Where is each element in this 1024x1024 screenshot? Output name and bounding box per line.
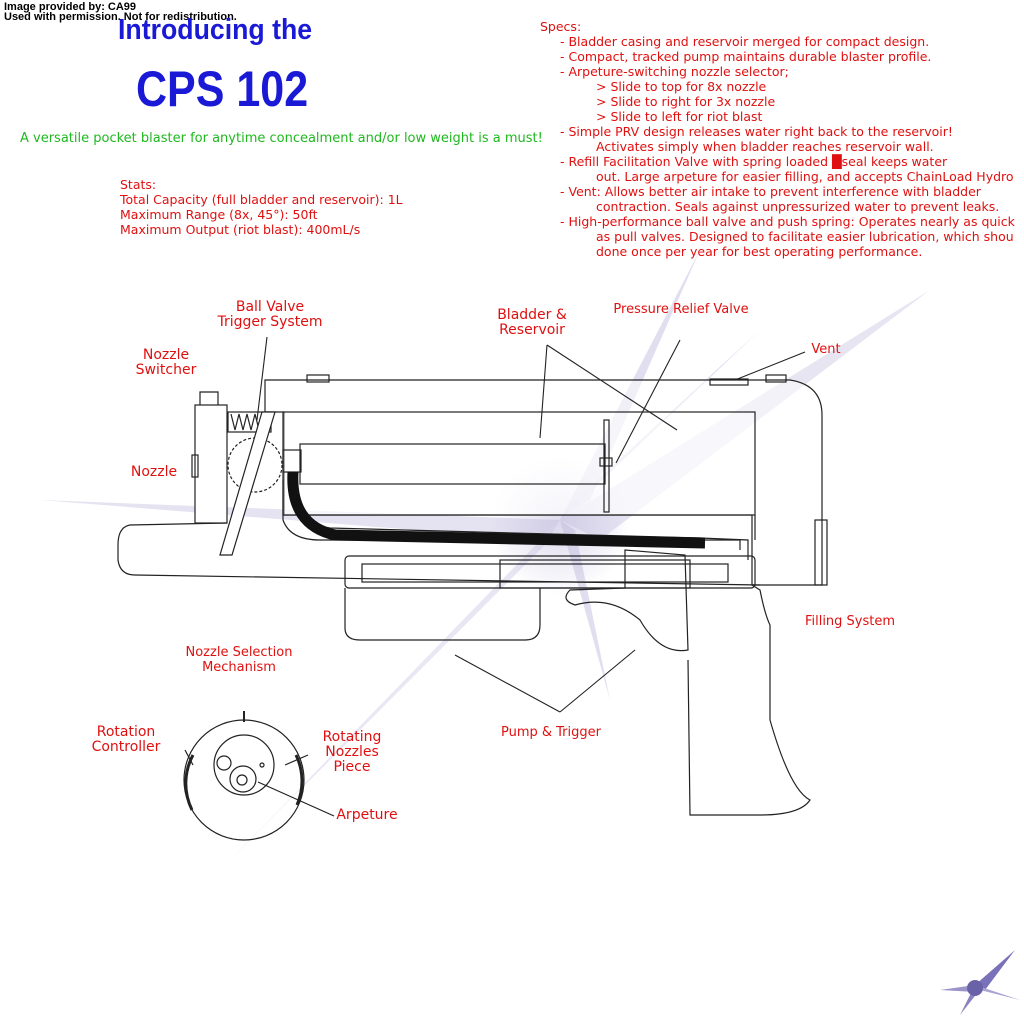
leader-lines: [256, 336, 806, 713]
nozzle-hole-medium: [216, 755, 232, 771]
specs-line: - Arpeture-switching nozzle selector;: [560, 64, 789, 79]
arpeture-hole: [236, 774, 248, 786]
label-filling-system: Filling System: [804, 614, 896, 629]
label-rotating-nozzles: Rotating Nozzles Piece: [322, 729, 382, 775]
label-pressure-relief-valve: Pressure Relief Valve: [613, 302, 749, 317]
stats-heading: Stats:: [120, 177, 157, 192]
tagline: A versatile pocket blaster for anytime c…: [20, 131, 543, 146]
specs-line: - Vent: Allows better air intake to prev…: [560, 184, 981, 199]
specs-line: > Slide to top for 8x nozzle: [596, 79, 767, 94]
label-nozzle-selection: Nozzle Selection Mechanism: [185, 645, 293, 675]
hose: [287, 471, 706, 549]
nozzle-switcher: [199, 391, 219, 405]
corner-logo-starburst: [940, 950, 1020, 1015]
rotation-mechanism: [183, 711, 335, 841]
rotating-nozzles-piece: [213, 734, 275, 796]
bladder-chamber: [282, 411, 756, 516]
model-title: CPS 102: [136, 61, 309, 117]
top-lug-front: [765, 374, 787, 383]
nozzle-hole-small: [259, 762, 265, 768]
label-ball-valve-text: Ball Valve Trigger System: [217, 299, 323, 330]
intro-heading: Introducing the: [118, 14, 313, 46]
nozzle-tip: [191, 454, 199, 478]
specs-line: - Compact, tracked pump maintains durabl…: [560, 49, 932, 64]
label-bladder-reservoir: Bladder & Reservoir: [497, 307, 567, 338]
nozzle-hole-large: [229, 765, 257, 793]
pump-slide: [499, 559, 691, 589]
top-lug-rear: [306, 374, 330, 383]
vent-part: [709, 378, 749, 386]
specs-line: Activates simply when bladder reaches re…: [596, 139, 934, 154]
label-nozzle-switcher: Nozzle Switcher: [135, 347, 197, 378]
filling-valve: [814, 519, 828, 586]
pump-tube-inner: [361, 563, 729, 583]
water-path: [282, 480, 741, 550]
specs-line: out. Large arpeture for easier filling, …: [596, 169, 1014, 184]
specs-line: - High-performance ball valve and push s…: [560, 214, 1015, 229]
pump-grip: [344, 588, 541, 641]
label-rotation-controller: Rotation Controller: [91, 724, 161, 755]
specs-line: - Bladder casing and reservoir merged fo…: [560, 34, 930, 49]
specs-line: > Slide to left for riot blast: [596, 109, 763, 124]
specs-line: as pull valves. Designed to facilitate e…: [596, 229, 1014, 244]
image-credit-line2: Used with permission. Not for redistribu…: [4, 11, 237, 23]
image-credit-line1: Image provided by: CA99: [4, 1, 137, 13]
handle-grip: [687, 584, 811, 816]
stats-line: Maximum Range (8x, 45°): 50ft: [120, 207, 318, 222]
label-pump-trigger: Pump & Trigger: [500, 725, 601, 740]
label-nozzle: Nozzle: [130, 464, 178, 480]
specs-line: done once per year for best operating pe…: [596, 244, 923, 259]
specs-line: - Simple PRV design releases water right…: [560, 124, 953, 139]
ball-valve-lever: [219, 411, 276, 556]
specs-line: - Refill Facilitation Valve with spring …: [560, 154, 948, 169]
trigger: [565, 549, 689, 652]
front-rail: [117, 522, 761, 586]
rotation-outer-disk: [183, 719, 305, 841]
specs-heading: Specs:: [540, 19, 582, 34]
nozzle-block: [194, 404, 228, 524]
stats-line: Total Capacity (full bladder and reservo…: [120, 192, 403, 207]
specs-line: > Slide to right for 3x nozzle: [596, 94, 776, 109]
prv-stem: [599, 457, 613, 467]
stats-line: Maximum Output (riot blast): 400mL/s: [120, 222, 361, 237]
label-arpeture: Arpeture: [336, 807, 398, 823]
bladder: [299, 443, 606, 485]
label-vent: Vent: [811, 342, 841, 357]
specs-line: contraction. Seals against unpressurized…: [596, 199, 1000, 214]
